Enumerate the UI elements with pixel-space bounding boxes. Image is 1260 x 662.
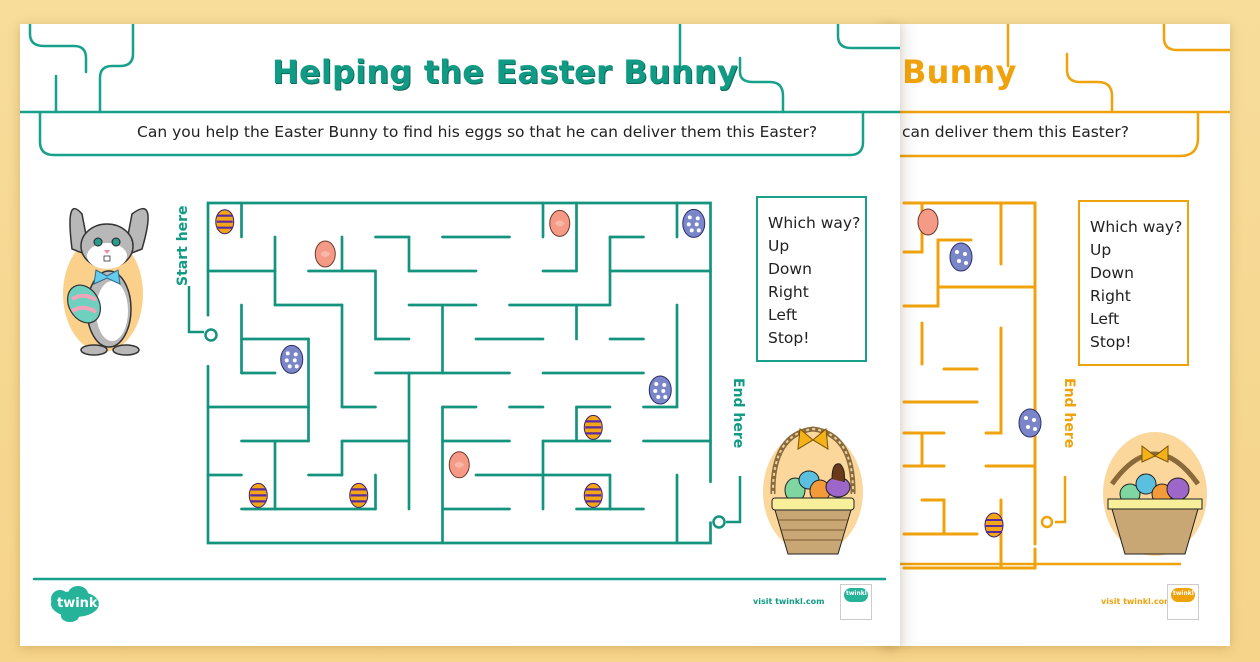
spotted-egg-icon <box>682 208 706 238</box>
back-visit-link: visit twinkl.com <box>1101 597 1173 606</box>
striped-egg-icon <box>583 414 603 440</box>
twinkl-logo <box>51 586 99 622</box>
back-maze <box>902 201 1207 570</box>
pink-egg-icon <box>448 451 470 479</box>
pink-egg-icon <box>314 240 336 268</box>
maze <box>51 201 863 622</box>
direction-down: Down <box>1090 264 1134 282</box>
pink-egg-icon <box>549 209 571 237</box>
striped-egg-icon <box>248 482 268 508</box>
worksheet-front-green: Helping the Easter Bunny Can you help th… <box>20 24 900 646</box>
basket-illustration <box>1103 432 1207 556</box>
back-which-way-box: Which way? Up Down Right Left Stop! <box>1078 200 1189 366</box>
direction-up: Up <box>1090 241 1112 259</box>
visit-twinkl-link[interactable]: visit twinkl.com <box>753 597 825 606</box>
maze-walls <box>206 201 712 545</box>
direction-right: Right <box>1090 287 1131 305</box>
spotted-egg-icon <box>280 344 304 374</box>
direction-right: Right <box>768 283 809 301</box>
striped-egg-icon <box>583 482 603 508</box>
end-connector <box>712 476 742 529</box>
start-here-label: Start here <box>175 205 191 286</box>
striped-egg-icon <box>349 482 369 508</box>
quality-badge-icon: twinkl <box>840 584 872 620</box>
back-end-here-label: End here <box>1061 378 1077 449</box>
direction-stop: Stop! <box>768 329 810 347</box>
end-here-label: End here <box>730 378 746 449</box>
direction-stop: Stop! <box>1090 333 1132 351</box>
back-decorative-lines <box>880 24 1230 566</box>
eggs-layer <box>215 208 706 508</box>
page-title: Helping the Easter Bunny <box>272 53 738 91</box>
bunny-illustration <box>63 208 149 356</box>
direction-up: Up <box>768 237 790 255</box>
which-way-heading: Which way? <box>768 214 861 232</box>
direction-down: Down <box>768 260 812 278</box>
page-subtitle: Can you help the Easter Bunny to find hi… <box>137 123 818 141</box>
which-way-heading: Which way? <box>1090 218 1183 236</box>
twinkl-logo-text: twinkl <box>57 596 103 611</box>
worksheet-back-orange: Bunny can deliver them this Easter? <box>880 24 1230 646</box>
back-quality-badge-icon: twinkl <box>1167 584 1199 620</box>
back-page-subtitle: can deliver them this Easter? <box>902 123 1130 141</box>
front-decorative-lines <box>20 24 900 581</box>
direction-left: Left <box>1090 310 1120 328</box>
easter-basket-illustration <box>763 426 863 555</box>
which-way-box: Which way? Up Down Right Left Stop! <box>756 196 867 362</box>
back-page-title: Bunny <box>902 53 1017 91</box>
spotted-egg-icon <box>648 375 672 405</box>
start-connector <box>187 286 218 342</box>
direction-left: Left <box>768 306 798 324</box>
striped-egg-icon <box>215 209 235 235</box>
